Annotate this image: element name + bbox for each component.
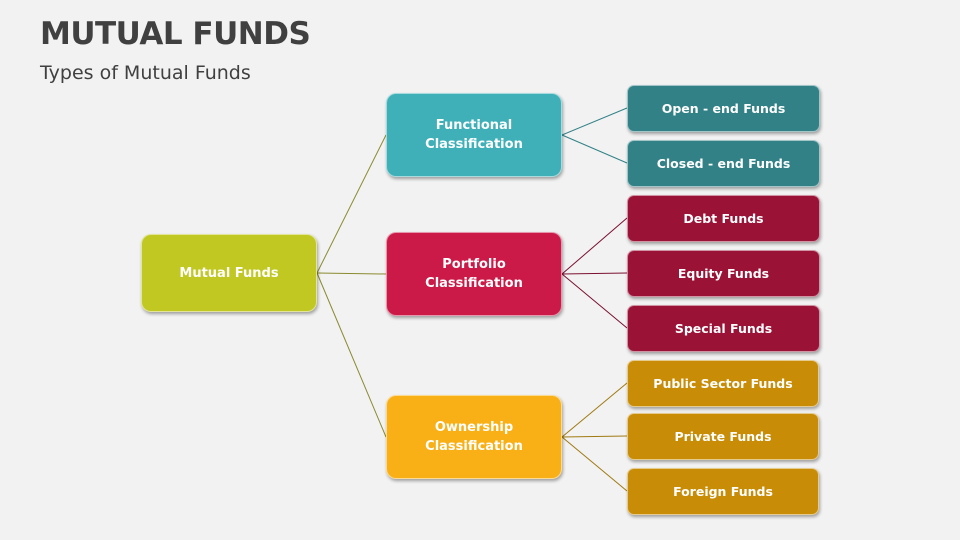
connector-portfolio-debt [561, 217, 628, 275]
leaf-label: Special Funds [674, 321, 773, 336]
leaf-closed-end-funds: Closed - end Funds [627, 140, 820, 187]
leaf-label: Open - end Funds [661, 101, 786, 116]
category-label: Ownership Classification [425, 420, 523, 454]
category-ownership: Ownership Classification [386, 395, 562, 479]
page-title: MUTUAL FUNDS [40, 16, 311, 52]
leaf-debt-funds: Debt Funds [627, 195, 820, 242]
category-label: Functional Classification [425, 118, 523, 152]
connector-functional-open [561, 107, 628, 136]
root-label: Mutual Funds [179, 265, 279, 281]
connector-ownership-public [561, 382, 628, 438]
category-portfolio: Portfolio Classification [386, 232, 562, 316]
leaf-label: Equity Funds [677, 266, 770, 281]
connector-root-ownership [316, 272, 387, 438]
connector-portfolio-special [561, 273, 628, 329]
connector-portfolio-equity [561, 272, 628, 275]
connector-root-portfolio [316, 272, 387, 275]
category-label: Portfolio Classification [425, 257, 523, 291]
leaf-label: Closed - end Funds [656, 156, 791, 171]
leaf-equity-funds: Equity Funds [627, 250, 820, 297]
connector-functional-closed [561, 134, 628, 164]
leaf-open-end-funds: Open - end Funds [627, 85, 820, 132]
category-functional: Functional Classification [386, 93, 562, 177]
connector-root-functional [316, 134, 387, 274]
page-subtitle: Types of Mutual Funds [40, 62, 251, 84]
connector-ownership-private [561, 435, 628, 438]
leaf-label: Public Sector Funds [653, 376, 793, 391]
leaf-private-funds: Private Funds [627, 413, 819, 460]
leaf-public-sector-funds: Public Sector Funds [627, 360, 819, 407]
leaf-foreign-funds: Foreign Funds [627, 468, 819, 515]
leaf-label: Private Funds [674, 429, 772, 444]
connector-ownership-foreign [561, 436, 628, 492]
root-node: Mutual Funds [141, 234, 317, 312]
leaf-special-funds: Special Funds [627, 305, 820, 352]
leaf-label: Debt Funds [683, 211, 764, 226]
leaf-label: Foreign Funds [673, 484, 773, 499]
